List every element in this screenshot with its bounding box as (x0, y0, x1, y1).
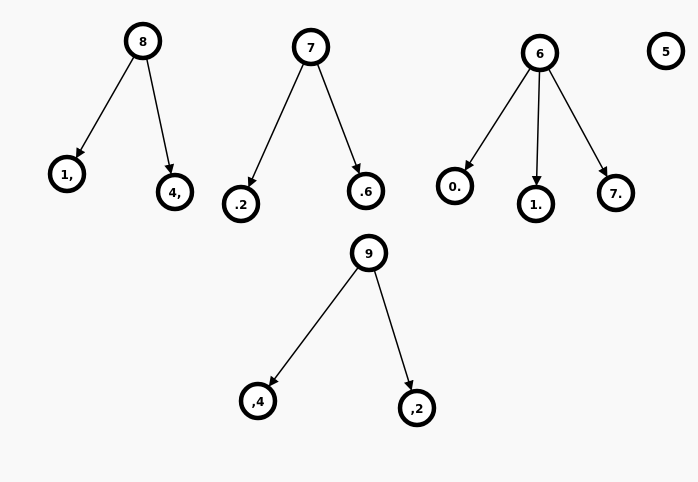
node-label: 9 (365, 247, 373, 261)
node-circle (435, 166, 475, 206)
node-circle (221, 184, 261, 224)
node-circle (123, 21, 163, 61)
node-circle (397, 388, 437, 428)
node-label: 6 (536, 47, 544, 61)
node-n8: 8 (123, 21, 163, 61)
node-label: 0. (449, 180, 462, 194)
node-label: 1, (61, 168, 74, 182)
node-nc2: ,2 (397, 388, 437, 428)
nodes-layer: 8 7 6 5 9 1, 4, .2 .6 0. 1. 7. ,4 ,2 (47, 21, 686, 428)
node-circle (155, 172, 195, 212)
node-nd2: .2 (221, 184, 261, 224)
node-n6: 6 (520, 33, 560, 73)
node-label: ,2 (411, 402, 424, 416)
edges-layer (75, 56, 608, 391)
node-label: 4, (169, 186, 182, 200)
node-label: 5 (662, 45, 670, 59)
node-circle (47, 154, 87, 194)
edge-n6-n1d (531, 70, 542, 187)
node-circle (596, 173, 636, 213)
node-circle (238, 381, 278, 421)
edge-n7-nd6 (316, 63, 361, 175)
node-nd6: .6 (346, 171, 386, 211)
node-circle (516, 184, 556, 224)
node-n1d: 1. (516, 184, 556, 224)
node-n4c: 4, (155, 172, 195, 212)
node-label: 8 (139, 35, 147, 49)
edge-n9-nc2 (373, 269, 414, 391)
edge-n6-n0d (464, 67, 531, 171)
node-circle (291, 27, 331, 67)
node-label: 7 (307, 41, 315, 55)
node-label: 7. (610, 187, 623, 201)
node-n5: 5 (646, 31, 686, 71)
node-label: .2 (235, 198, 248, 212)
node-circle (349, 233, 389, 273)
edge-n8-n1c (75, 56, 135, 159)
node-label: 1. (530, 198, 543, 212)
edge-n9-nc4 (268, 266, 359, 387)
node-n7: 7 (291, 27, 331, 67)
node-circle (346, 171, 386, 211)
node-n1c: 1, (47, 154, 87, 194)
node-n0d: 0. (435, 166, 475, 206)
edge-n8-n4c (145, 58, 175, 175)
node-n7d: 7. (596, 173, 636, 213)
edge-n6-n7d (547, 68, 608, 178)
node-label: ,4 (252, 395, 265, 409)
edge-n7-nd2 (247, 63, 305, 188)
node-label: .6 (360, 185, 373, 199)
node-circle (520, 33, 560, 73)
node-nc4: ,4 (238, 381, 278, 421)
node-circle (646, 31, 686, 71)
node-n9: 9 (349, 233, 389, 273)
